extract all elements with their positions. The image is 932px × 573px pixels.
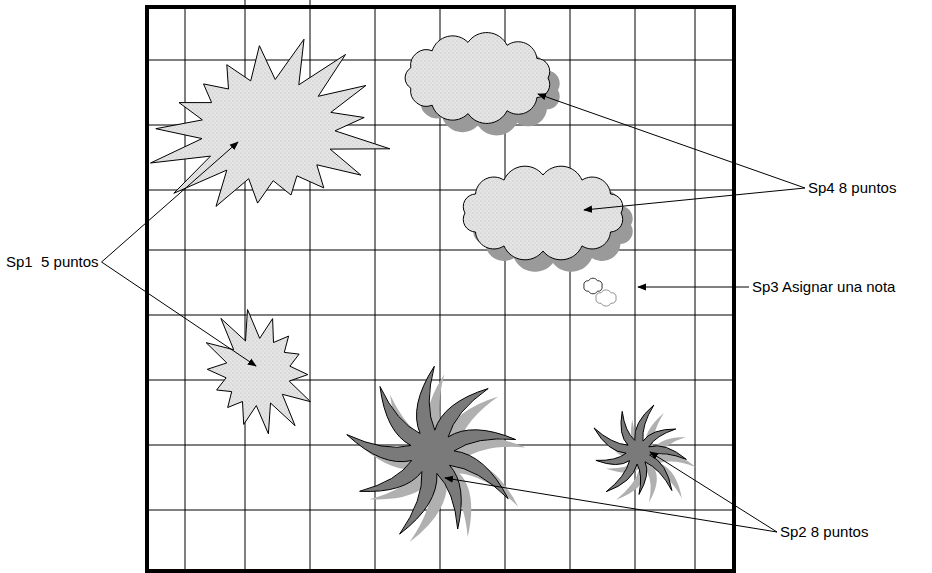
leader-arrow: [638, 287, 749, 288]
leader-arrow: [584, 188, 805, 210]
leafy-plant: [347, 366, 516, 534]
tiny-cloud: [584, 278, 602, 294]
sampling-grid: [147, 0, 734, 571]
starburst-plant: [206, 310, 310, 434]
grid-line: [695, 7, 696, 571]
grid-line: [147, 250, 734, 251]
leader-arrow: [538, 94, 805, 188]
leader-arrow: [102, 262, 256, 366]
grid-line: [147, 315, 734, 316]
leafy-plant: [594, 405, 686, 494]
starburst-plant: [151, 39, 390, 206]
cloud-plant: [405, 33, 550, 124]
cloud-plant: [463, 166, 622, 260]
leader-arrow: [445, 478, 777, 532]
leader-arrow: [650, 452, 777, 532]
species-label: Sp4 8 puntos: [808, 179, 896, 197]
grid-line: [185, 7, 186, 571]
grid-line: [570, 7, 571, 571]
tiny-cloud: [596, 290, 616, 306]
quadrat-border: [147, 7, 734, 571]
leader-arrow: [102, 142, 238, 262]
species-label: Sp1 5 puntos: [6, 253, 99, 271]
species-label: Sp2 8 puntos: [780, 523, 868, 541]
plant-shapes: [151, 33, 697, 543]
species-label: Sp3 Asignar una nota: [752, 278, 895, 296]
